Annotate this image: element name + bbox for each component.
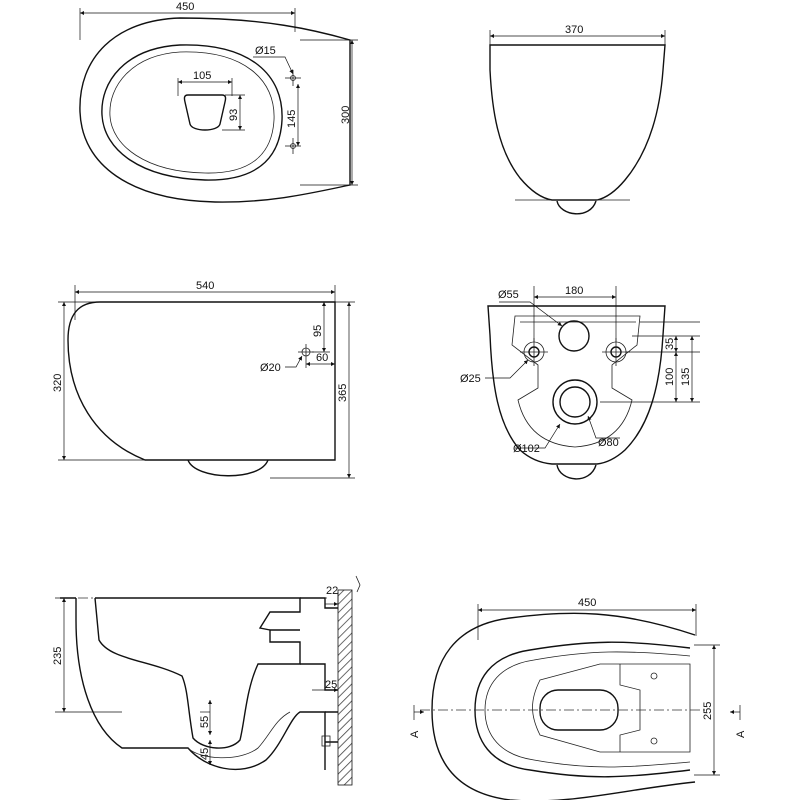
front-outlet-bulge: [556, 200, 597, 215]
plan-view: A A 450 255: [409, 597, 747, 800]
section-inner-contour: [94, 597, 301, 749]
plan-outer-outline: [431, 612, 696, 800]
plan-section-marker-right: A: [735, 730, 747, 738]
plan-rim-inner-2: [484, 651, 691, 768]
section-outer-contour: [75, 598, 326, 771]
top-rim-inner-2: [109, 51, 275, 174]
rear-inlet-circle: [558, 320, 590, 352]
plan-hole-bottom: [650, 737, 658, 745]
rear-dim-135-label: 135: [680, 368, 692, 386]
rear-inlet-diameter-label: Ø55: [498, 289, 519, 301]
rear-outlet-outer: [552, 379, 598, 425]
rear-fixing-holes: [520, 338, 630, 366]
top-hole-spacing-label: 145: [286, 110, 298, 128]
rear-outlet-bulge: [556, 464, 597, 480]
top-width-label: 450: [176, 1, 194, 13]
rear-fix-spacing-label: 180: [565, 285, 583, 297]
front-width-label: 370: [565, 24, 583, 36]
rear-outlet-inner: [559, 386, 591, 418]
plan-width-label: 450: [578, 597, 596, 609]
side-inlet-offset-label: 60: [316, 352, 328, 364]
plan-frame-pocket: [532, 663, 691, 753]
top-rim-inner: [101, 44, 283, 181]
top-outlet-slot: [183, 94, 227, 131]
rear-view: 180 Ø55 Ø25 35 100 135 Ø102 Ø80: [460, 285, 700, 480]
section-wall: [337, 589, 353, 786]
side-bowl-height-label: 320: [52, 374, 64, 392]
plan-section-marker-left: A: [409, 730, 421, 738]
section-top-label: 22: [326, 585, 338, 597]
front-outline: [489, 44, 666, 201]
plan-rim-inner: [474, 641, 691, 778]
section-bolt: [321, 735, 331, 747]
side-outlet-bulge: [187, 459, 269, 477]
section-wall-label: 25: [325, 679, 337, 691]
rear-dim-100-label: 100: [664, 368, 676, 386]
rear-fix-diameter-label: Ø25: [460, 373, 481, 385]
side-inlet-diameter-label: Ø20: [260, 362, 281, 374]
plan-height-label: 255: [702, 702, 714, 720]
rear-dim-35-label: 35: [664, 338, 676, 350]
top-outlet-width-label: 105: [193, 70, 211, 82]
side-view: 540 320 365 95 Ø20 60: [52, 280, 355, 479]
rear-outline: [487, 305, 666, 465]
section-view: 235 22 25 55 45: [52, 575, 361, 786]
side-length-label: 540: [196, 280, 214, 292]
side-inlet-mark: [298, 344, 314, 360]
top-view: 450 300 Ø15 105 93 145: [79, 1, 358, 203]
side-total-height-label: 365: [337, 384, 349, 402]
section-dim-45-label: 45: [199, 748, 211, 760]
top-outer-outline: [79, 17, 351, 203]
front-view: 370: [489, 24, 666, 215]
rear-inner-frame: [511, 315, 641, 448]
plan-hole-top: [650, 672, 658, 680]
wall-break-mark: [355, 575, 361, 593]
section-height-label: 235: [52, 647, 64, 665]
section-dim-55-label: 55: [199, 716, 211, 728]
side-inlet-height-label: 95: [312, 325, 324, 337]
section-back: [300, 597, 338, 743]
top-outlet-height-label: 93: [228, 109, 240, 121]
top-height-label: 300: [340, 106, 352, 124]
rear-outlet-inner-label: Ø80: [598, 437, 619, 449]
top-hole-diameter-label: Ø15: [255, 45, 276, 57]
side-outline: [67, 301, 336, 461]
rear-outlet-outer-label: Ø102: [513, 443, 540, 455]
